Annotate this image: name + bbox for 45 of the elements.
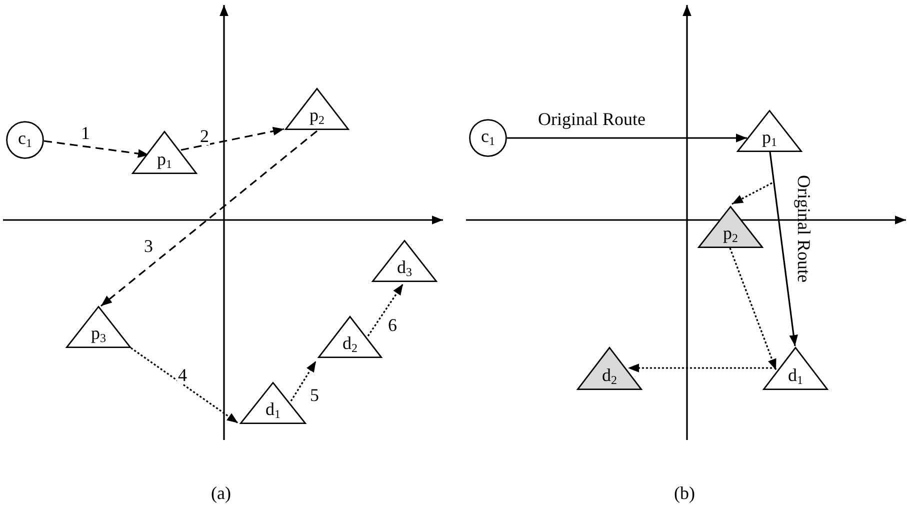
dashed-arrow xyxy=(44,140,150,158)
triangle-node xyxy=(66,306,131,348)
panel-caption: (b) xyxy=(674,484,695,502)
dashed-arrow xyxy=(180,126,284,151)
node-label: c$_{1}$ xyxy=(18,129,32,147)
dotted-arrow xyxy=(729,248,777,370)
edge-label: 2 xyxy=(199,127,210,145)
triangle-node xyxy=(132,131,197,174)
edge-label: 1 xyxy=(80,124,91,142)
circle-node xyxy=(469,119,507,157)
node-label: c$_{1}$ xyxy=(481,127,495,145)
arrow xyxy=(507,134,747,142)
dashed-arrow xyxy=(100,130,318,307)
triangle-node xyxy=(285,88,349,130)
edge-label: 6 xyxy=(387,316,398,334)
triangle-node xyxy=(318,316,382,358)
node-label: d$_{3}$ xyxy=(397,258,412,276)
triangle-node xyxy=(698,206,763,248)
node-label: p$_{2}$ xyxy=(310,106,324,124)
node-label: p$_{1}$ xyxy=(762,128,777,146)
circle-node xyxy=(6,121,44,159)
dotted-arrow xyxy=(732,182,772,205)
node-label: d$_{1}$ xyxy=(788,366,803,384)
triangle-node xyxy=(577,347,642,390)
node-label: p$_{2}$ xyxy=(723,224,738,242)
edge-label: Original Route xyxy=(794,175,814,282)
arrow xyxy=(769,152,798,346)
triangle-node xyxy=(737,110,802,152)
edge-label: 4 xyxy=(177,366,188,384)
node-label: p$_{1}$ xyxy=(157,150,172,168)
dotted-arrow xyxy=(367,284,404,336)
triangle-node xyxy=(240,382,306,424)
node-label: d$_{2}$ xyxy=(342,334,358,352)
dotted-arrow xyxy=(130,347,238,424)
node-label: d$_{2}$ xyxy=(602,366,617,384)
triangle-node xyxy=(372,240,437,282)
edge-label: Original Route xyxy=(537,110,646,128)
panel-caption: (a) xyxy=(211,484,231,502)
edge-label: 5 xyxy=(309,386,320,404)
triangle-node xyxy=(763,347,828,390)
dotted-arrow xyxy=(628,364,776,372)
node-label: d$_{1}$ xyxy=(266,400,280,418)
edge-label: 3 xyxy=(143,237,154,255)
dotted-arrow xyxy=(290,360,317,402)
node-label: p$_{3}$ xyxy=(91,324,106,342)
